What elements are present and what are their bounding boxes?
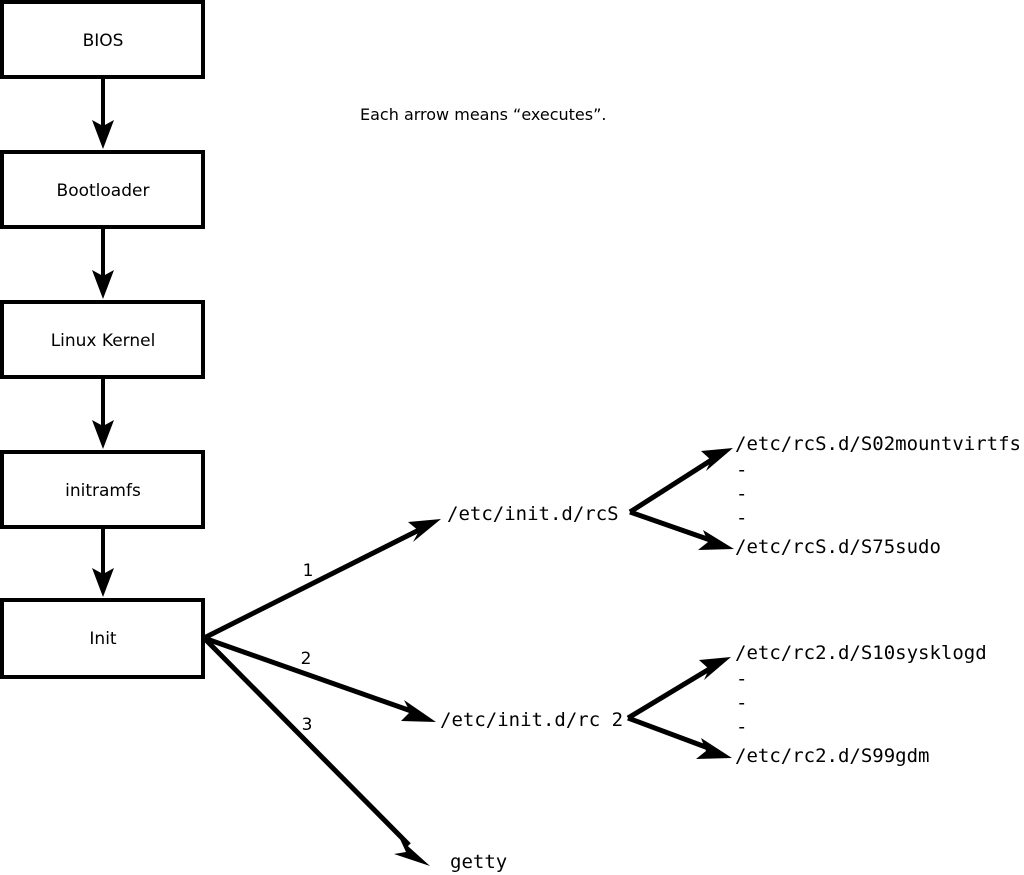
arrowhead-icon xyxy=(408,519,441,542)
arrowhead-icon xyxy=(701,448,733,471)
node-rc2-d-last[interactable]: /etc/rc2.d/S99gdm xyxy=(735,745,929,767)
arrowhead-down-icon xyxy=(92,270,114,299)
arrowhead-icon xyxy=(699,657,731,680)
rcS-ellipsis-dash-3: - xyxy=(736,507,747,529)
initramfs-box[interactable] xyxy=(0,450,205,529)
kernel-label: Linux Kernel xyxy=(51,331,156,351)
arrow-kernel-to-initramfs xyxy=(92,377,114,449)
node-linux-kernel[interactable]: Linux Kernel xyxy=(0,300,205,379)
rcS-ellipsis-dash-2: - xyxy=(736,483,747,505)
node-rc2-d-first[interactable]: /etc/rc2.d/S10sysklogd xyxy=(735,642,987,664)
node-rcS-d-first[interactable]: /etc/rcS.d/S02mountvirtfs xyxy=(735,433,1021,455)
subbranch-rcS-to-last xyxy=(629,509,734,550)
node-bootloader[interactable]: Bootloader xyxy=(0,150,205,229)
arrowhead-icon xyxy=(394,839,430,866)
bios-box[interactable] xyxy=(0,0,205,79)
node-etc-init-d-rcS[interactable]: /etc/init.d/rcS xyxy=(447,503,619,525)
arrow-bios-to-bootloader xyxy=(92,77,114,149)
node-etc-init-d-rc-2[interactable]: /etc/init.d/rc 2 xyxy=(440,709,623,731)
arrowhead-down-icon xyxy=(92,420,114,449)
arrowhead-down-icon xyxy=(92,568,114,597)
initramfs-label: initramfs xyxy=(65,481,141,501)
node-initramfs[interactable]: initramfs xyxy=(0,450,205,529)
branch-1-number: 1 xyxy=(303,561,314,581)
node-bios[interactable]: BIOS xyxy=(0,0,205,79)
node-rcS-d-last[interactable]: /etc/rcS.d/S75sudo xyxy=(735,536,941,558)
node-getty[interactable]: getty xyxy=(450,851,507,873)
branch-2-number: 2 xyxy=(301,649,312,669)
bootloader-label: Bootloader xyxy=(57,181,150,201)
arrow-bootloader-to-kernel xyxy=(92,227,114,299)
subbranch-rcS-to-first xyxy=(628,448,733,515)
subbranch-rc2-to-first xyxy=(626,657,731,721)
arrowhead-icon xyxy=(696,738,732,759)
arrow-initramfs-to-init xyxy=(92,527,114,597)
rc2-ellipsis-dash-2: - xyxy=(736,692,747,714)
subbranch-rc2-to-last xyxy=(627,715,732,759)
branch-3-init-to-getty: 3 xyxy=(202,636,430,866)
rc2-ellipsis-dash-1: - xyxy=(736,668,747,690)
rcS-ellipsis-dash-1: - xyxy=(736,459,747,481)
init-label: Init xyxy=(89,629,117,649)
rc2-ellipsis-dash-3: - xyxy=(736,716,747,738)
caption-text: Each arrow means “executes”. xyxy=(360,105,606,124)
bios-label: BIOS xyxy=(83,31,124,51)
arrowhead-down-icon xyxy=(92,120,114,149)
arrowhead-icon xyxy=(698,530,734,550)
init-box[interactable] xyxy=(0,598,205,679)
branch-2-init-to-rc2: 2 xyxy=(203,635,436,722)
node-init[interactable]: Init xyxy=(0,598,205,679)
branch-1-init-to-rcS: 1 xyxy=(202,519,441,641)
arrowhead-icon xyxy=(401,700,436,722)
branch-3-number: 3 xyxy=(302,715,313,735)
